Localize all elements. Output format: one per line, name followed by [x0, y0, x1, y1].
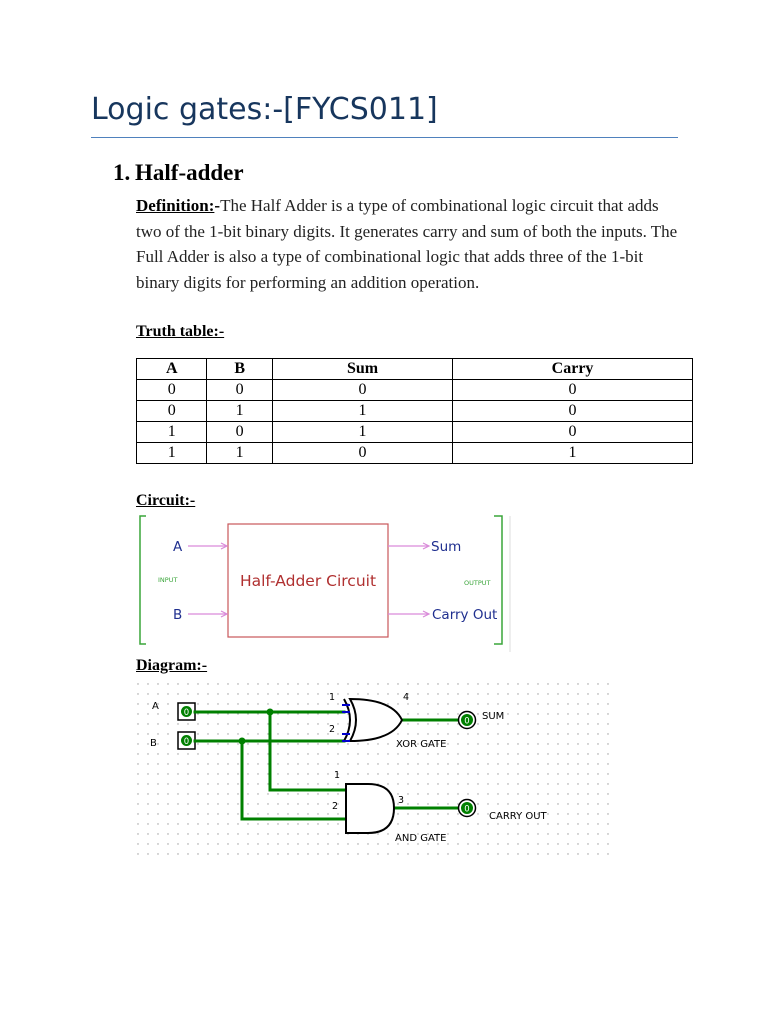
output-sum-label: SUM — [482, 711, 504, 722]
and-pin-2: 2 — [332, 801, 338, 812]
output-carry-label: Carry Out — [432, 607, 497, 623]
header-sum: Sum — [271, 358, 454, 380]
header-a: A — [135, 358, 208, 380]
section-title: Half-adder — [135, 160, 244, 185]
pin-a-indicator — [181, 706, 192, 717]
led-sum-value: 0 — [464, 717, 469, 727]
definition-paragraph: Definition:-The Half Adder is a type of … — [136, 193, 684, 295]
output-carry-label: CARRY OUT — [489, 811, 548, 822]
input-b-label: B — [173, 607, 182, 623]
table-cell: 0 — [452, 400, 693, 422]
table-cell: 1 — [271, 400, 454, 422]
box-label: Half-Adder Circuit — [240, 572, 376, 590]
header-b: B — [206, 358, 273, 380]
xor-back-curve — [343, 698, 351, 742]
arrowhead-icon — [422, 610, 431, 618]
junction-dot — [266, 708, 274, 716]
pin-b-indicator — [181, 735, 192, 746]
xor-pin-2: 2 — [329, 724, 335, 735]
table-cell: 1 — [452, 442, 693, 464]
definition-dash: - — [214, 196, 221, 215]
arrowhead-icon — [220, 610, 229, 618]
and-pin-out: 3 — [398, 795, 404, 806]
header-carry: Carry — [452, 358, 693, 380]
arrowhead-icon — [220, 542, 229, 550]
and-gate-label: AND GATE — [395, 833, 446, 844]
definition-label: Definition: — [136, 196, 215, 215]
output-sum-label: Sum — [431, 539, 461, 555]
input-a-label: A — [173, 539, 183, 555]
table-cell: 1 — [135, 421, 208, 443]
table-row: 1 1 0 1 — [135, 442, 693, 464]
table-cell: 1 — [135, 442, 208, 464]
page-title: Logic gates:-[FYCS011] — [91, 92, 438, 127]
title-underline — [91, 137, 678, 138]
table-cell: 0 — [271, 442, 454, 464]
half-adder-block-figure: Half-Adder Circuit A B INPUT Sum Carry O… — [139, 515, 511, 652]
circuit-label: Circuit:- — [136, 492, 196, 509]
led-sum-icon — [461, 714, 473, 726]
junction-dot — [238, 737, 246, 745]
section-heading: 1.Half-adder — [113, 160, 244, 186]
xor-input-pins — [342, 704, 350, 742]
table-cell: 1 — [206, 442, 273, 464]
table-cell: 0 — [135, 400, 208, 422]
output-bracket — [494, 515, 503, 645]
table-cell: 0 — [206, 421, 273, 443]
table-row: 1 0 1 0 — [135, 421, 693, 443]
led-carry-icon — [461, 802, 473, 814]
definition-text: The Half Adder is a type of combinationa… — [136, 196, 678, 292]
section-number: 1. — [113, 160, 131, 185]
table-row: 0 0 0 0 — [135, 379, 693, 401]
table-cell: 0 — [452, 379, 693, 401]
diagram-label: Diagram:- — [136, 657, 208, 674]
xor-pin-1: 1 — [329, 692, 335, 703]
table-cell: 0 — [135, 379, 208, 401]
half-adder-box — [227, 523, 389, 638]
truth-table: A B Sum Carry 0 0 0 0 0 1 1 0 1 0 1 0 1 … — [135, 358, 693, 464]
and-gate-icon — [345, 783, 396, 834]
xor-pin-out: 4 — [403, 692, 409, 703]
led-carry-value: 0 — [464, 805, 469, 815]
table-cell: 0 — [271, 379, 454, 401]
diagram-input-a-label: A — [152, 701, 159, 712]
table-header-row: A B Sum Carry — [135, 358, 693, 380]
diagram-input-b-label: B — [150, 738, 157, 749]
table-row: 0 1 1 0 — [135, 400, 693, 422]
output-group-label: OUTPUT — [464, 579, 491, 587]
input-bracket — [139, 515, 146, 645]
logic-gate-diagram: A 0 B 0 1 2 4 XOR GATE 1 2 3 AND GATE 0 … — [136, 682, 612, 860]
table-cell: 1 — [271, 421, 454, 443]
pin-a-value: 0 — [184, 708, 189, 718]
truth-table-label: Truth table:- — [136, 323, 225, 340]
table-cell: 1 — [206, 400, 273, 422]
table-cell: 0 — [206, 379, 273, 401]
table-cell: 0 — [452, 421, 693, 443]
pin-b-value: 0 — [184, 737, 189, 747]
xor-gate-label: XOR GATE — [396, 739, 446, 750]
arrowhead-icon — [422, 542, 431, 550]
xor-gate-icon — [348, 697, 404, 743]
and-pin-1: 1 — [334, 770, 340, 781]
input-group-label: INPUT — [158, 576, 177, 584]
